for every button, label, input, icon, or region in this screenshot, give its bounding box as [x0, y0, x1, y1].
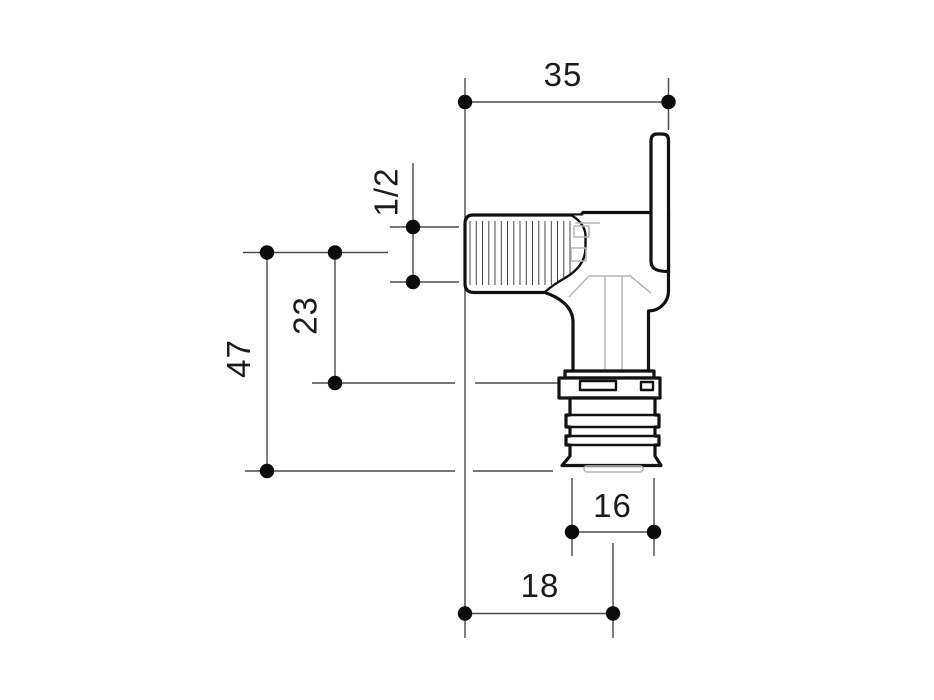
dim-marker	[405, 274, 421, 290]
dim-marker	[405, 219, 421, 235]
dim-marker	[457, 606, 473, 621]
dim-marker	[259, 245, 275, 260]
collar-slot-large	[578, 379, 618, 392]
dim-marker	[605, 606, 621, 621]
dim-marker	[327, 245, 343, 260]
collar-slot-small	[639, 380, 655, 392]
dim-label-top-width: 35	[544, 56, 583, 93]
press-outlet-ribs	[566, 413, 659, 447]
press-outlet-body	[560, 396, 663, 468]
fitting-drawing	[463, 132, 671, 473]
wall-plate	[649, 132, 671, 274]
outlet-bottom-rim	[583, 465, 644, 473]
dim-marker	[259, 463, 275, 479]
dimension-lines	[243, 78, 670, 638]
thread-boundary-fill	[545, 215, 592, 292]
internal-details	[568, 222, 652, 370]
dim-label-47: 47	[220, 339, 257, 378]
fitting-body-outline	[463, 210, 671, 374]
dim-marker	[661, 94, 676, 110]
dimension-markers	[259, 94, 676, 621]
dim-label-thread-size: 1/2	[368, 168, 405, 217]
dim-label-outlet-width: 16	[593, 487, 632, 524]
dim-marker	[564, 524, 580, 540]
dim-marker	[457, 94, 473, 110]
dim-marker	[646, 524, 662, 540]
thread-lines	[469, 221, 571, 285]
dim-marker	[327, 375, 343, 391]
dim-label-23: 23	[287, 296, 324, 335]
dim-label-outlet-offset: 18	[521, 567, 560, 604]
dimension-labels: 35 1/2 23 47 16 18	[220, 56, 632, 604]
